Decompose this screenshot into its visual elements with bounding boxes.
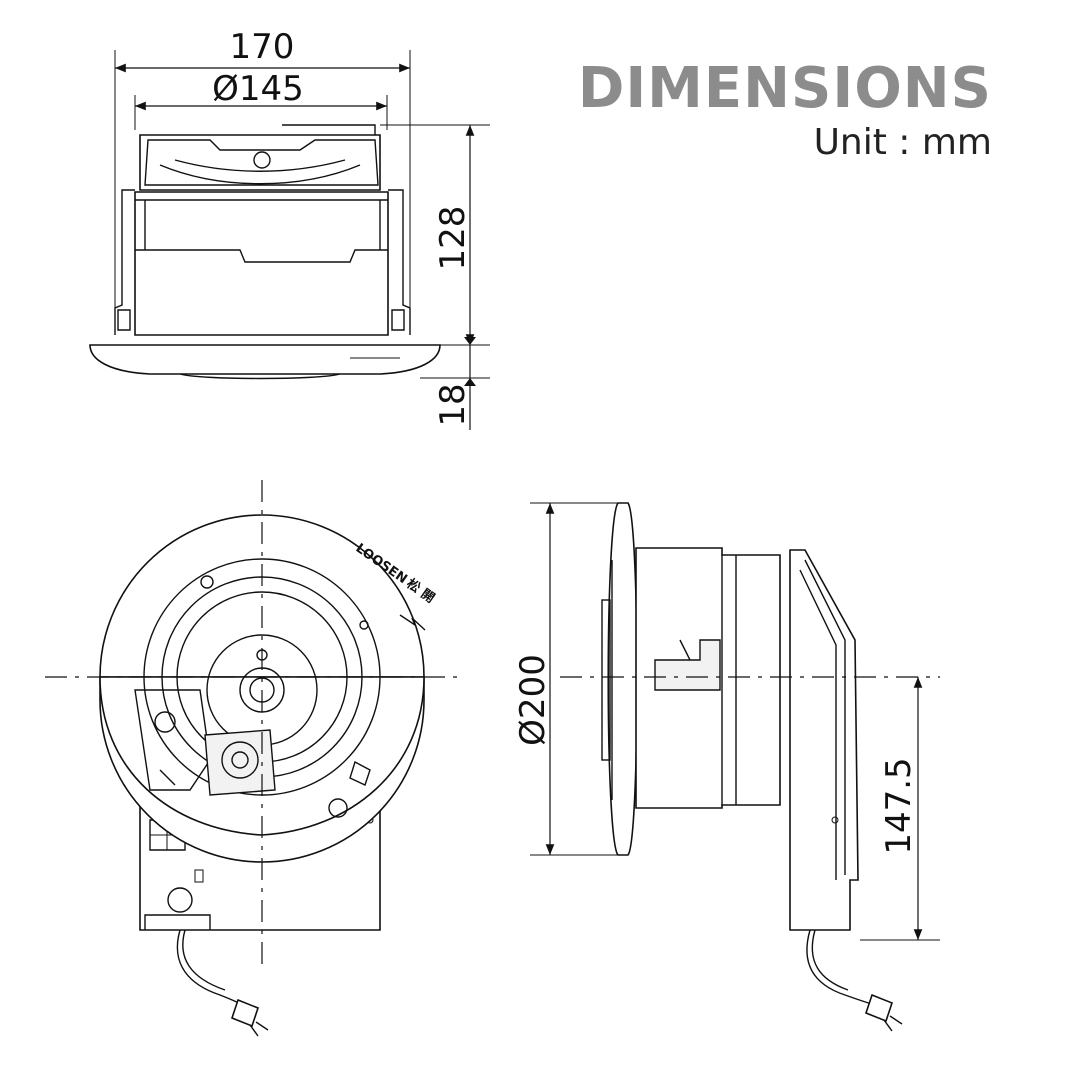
side-view — [530, 502, 940, 1032]
dim-body-height: 128 — [433, 206, 473, 271]
page-title: DIMENSIONS — [577, 56, 992, 121]
plan-view: LOOSEN 松 開 — [45, 480, 460, 1037]
dim-center-to-bottom: 147.5 — [879, 757, 919, 854]
loosen-cjk-label: 松 開 — [403, 576, 437, 607]
dim-body-diameter: Ø145 — [212, 69, 304, 109]
dim-overall-width: 170 — [230, 27, 295, 67]
front-view — [89, 50, 490, 430]
dim-flange-height: 18 — [433, 383, 473, 426]
dim-grille-diameter: Ø200 — [513, 654, 553, 746]
unit-label: Unit : mm — [813, 122, 992, 163]
